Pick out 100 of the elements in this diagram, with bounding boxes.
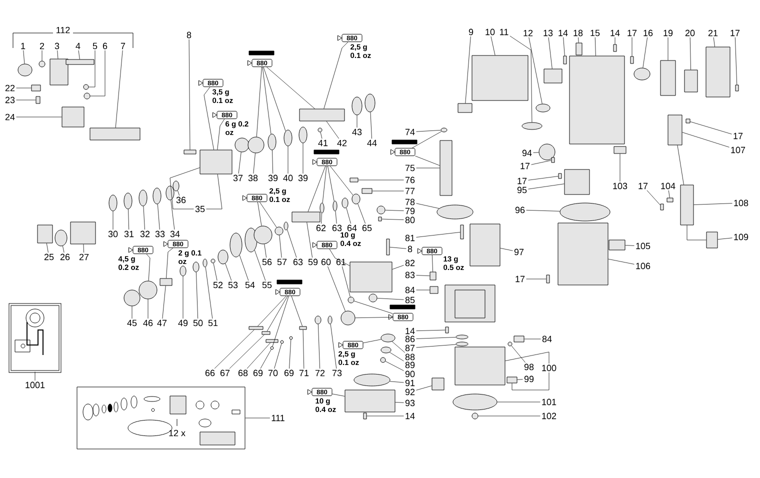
machine-part	[230, 232, 242, 258]
power-cable	[677, 145, 684, 185]
leader-line	[322, 166, 327, 204]
machine-part	[376, 206, 386, 214]
callout-number: 17	[734, 132, 743, 140]
machine-part	[160, 278, 172, 286]
callout-number: 77	[405, 188, 415, 194]
leader-line	[205, 266, 213, 319]
leader-line	[83, 244, 84, 253]
machine-part	[90, 128, 140, 140]
machine-part	[298, 126, 308, 144]
machine-part	[36, 96, 40, 104]
callout-number: 89	[405, 362, 415, 368]
power-cable	[686, 225, 706, 240]
callout-number: 16	[644, 30, 653, 36]
leader-line	[62, 246, 64, 253]
machine-part	[686, 118, 690, 124]
leader-line	[128, 209, 130, 230]
callout-number: 87	[405, 344, 415, 352]
callout-number: 43	[352, 128, 362, 136]
callout-number: 7	[120, 42, 126, 50]
machine-part	[522, 122, 542, 130]
leader-line	[524, 338, 541, 340]
machine-part	[440, 128, 448, 132]
leader-line	[531, 160, 552, 165]
callout-number: 17	[520, 162, 530, 170]
leader-line	[734, 37, 738, 85]
leader-line	[416, 386, 432, 390]
callout-number: 40	[283, 174, 293, 182]
callout-number: 78	[405, 198, 415, 206]
machine-part	[210, 258, 216, 264]
callout-number: 82	[405, 260, 415, 266]
machine-part	[544, 68, 562, 84]
callout-number: 64	[347, 224, 357, 232]
machine-part	[350, 178, 358, 182]
callout-number: 62	[316, 224, 326, 232]
callout-number: 50	[193, 320, 203, 326]
machine-part	[138, 280, 158, 300]
machine-part	[558, 173, 562, 179]
machine-part	[152, 188, 162, 204]
leader-line	[266, 296, 288, 332]
machine-part	[536, 104, 550, 112]
machine-part	[314, 316, 322, 324]
callout-number: 69	[253, 370, 263, 376]
leader-line	[57, 50, 58, 59]
machine-part	[368, 294, 378, 302]
callout-number: 55	[262, 282, 272, 288]
callout-number: 104	[661, 182, 676, 190]
machine-part	[458, 103, 472, 113]
leader-line	[465, 36, 471, 104]
callout-number: 99	[524, 376, 534, 382]
machine-part	[440, 140, 452, 196]
leader-line	[328, 266, 346, 312]
leader-line	[526, 278, 546, 280]
machine-part	[614, 146, 626, 154]
leader-line	[432, 254, 434, 272]
machine-part	[218, 250, 228, 264]
machine-part	[660, 204, 664, 210]
machine-part	[456, 342, 468, 346]
callout-number: 18	[574, 30, 583, 36]
callout-number: 93	[405, 400, 415, 406]
callout-number: 105	[636, 242, 650, 250]
callout-number: 12	[524, 30, 533, 36]
leader-line	[682, 132, 730, 148]
callout-number: 59	[308, 258, 318, 266]
leader-line	[46, 243, 48, 253]
callout-number: 81	[405, 234, 415, 242]
leader-line	[274, 343, 282, 369]
leader-line	[262, 66, 272, 134]
callout-number: 72	[315, 370, 325, 376]
machine-part	[37, 224, 53, 244]
leader-line	[257, 202, 262, 226]
machine-part	[268, 134, 276, 150]
machine-part	[280, 340, 284, 344]
machine-part	[124, 192, 132, 210]
callout-number: 63	[293, 258, 303, 266]
machine-part	[284, 130, 292, 146]
leader-line	[170, 200, 175, 230]
leader-line	[272, 296, 289, 347]
leader-line	[272, 150, 274, 174]
callout-number: 2	[40, 42, 44, 50]
machine-part	[563, 56, 567, 64]
machine-part	[380, 346, 392, 354]
machine-part	[608, 240, 626, 250]
callout-number: 61	[336, 258, 346, 266]
callout-number: 98	[524, 364, 534, 370]
machine-part	[284, 222, 288, 230]
machine-part	[508, 342, 512, 346]
callout-number: 56	[262, 258, 272, 266]
machine-part	[62, 106, 84, 128]
callout-number: 65	[362, 224, 372, 232]
leader-line	[392, 265, 404, 270]
leader-line	[390, 246, 406, 249]
leader-line	[324, 42, 348, 109]
leader-line	[302, 330, 304, 369]
machine-part	[299, 326, 307, 330]
callout-number: 92	[405, 388, 415, 396]
machine-part	[344, 390, 396, 412]
machine-part	[354, 374, 390, 386]
leader-line	[306, 222, 313, 258]
